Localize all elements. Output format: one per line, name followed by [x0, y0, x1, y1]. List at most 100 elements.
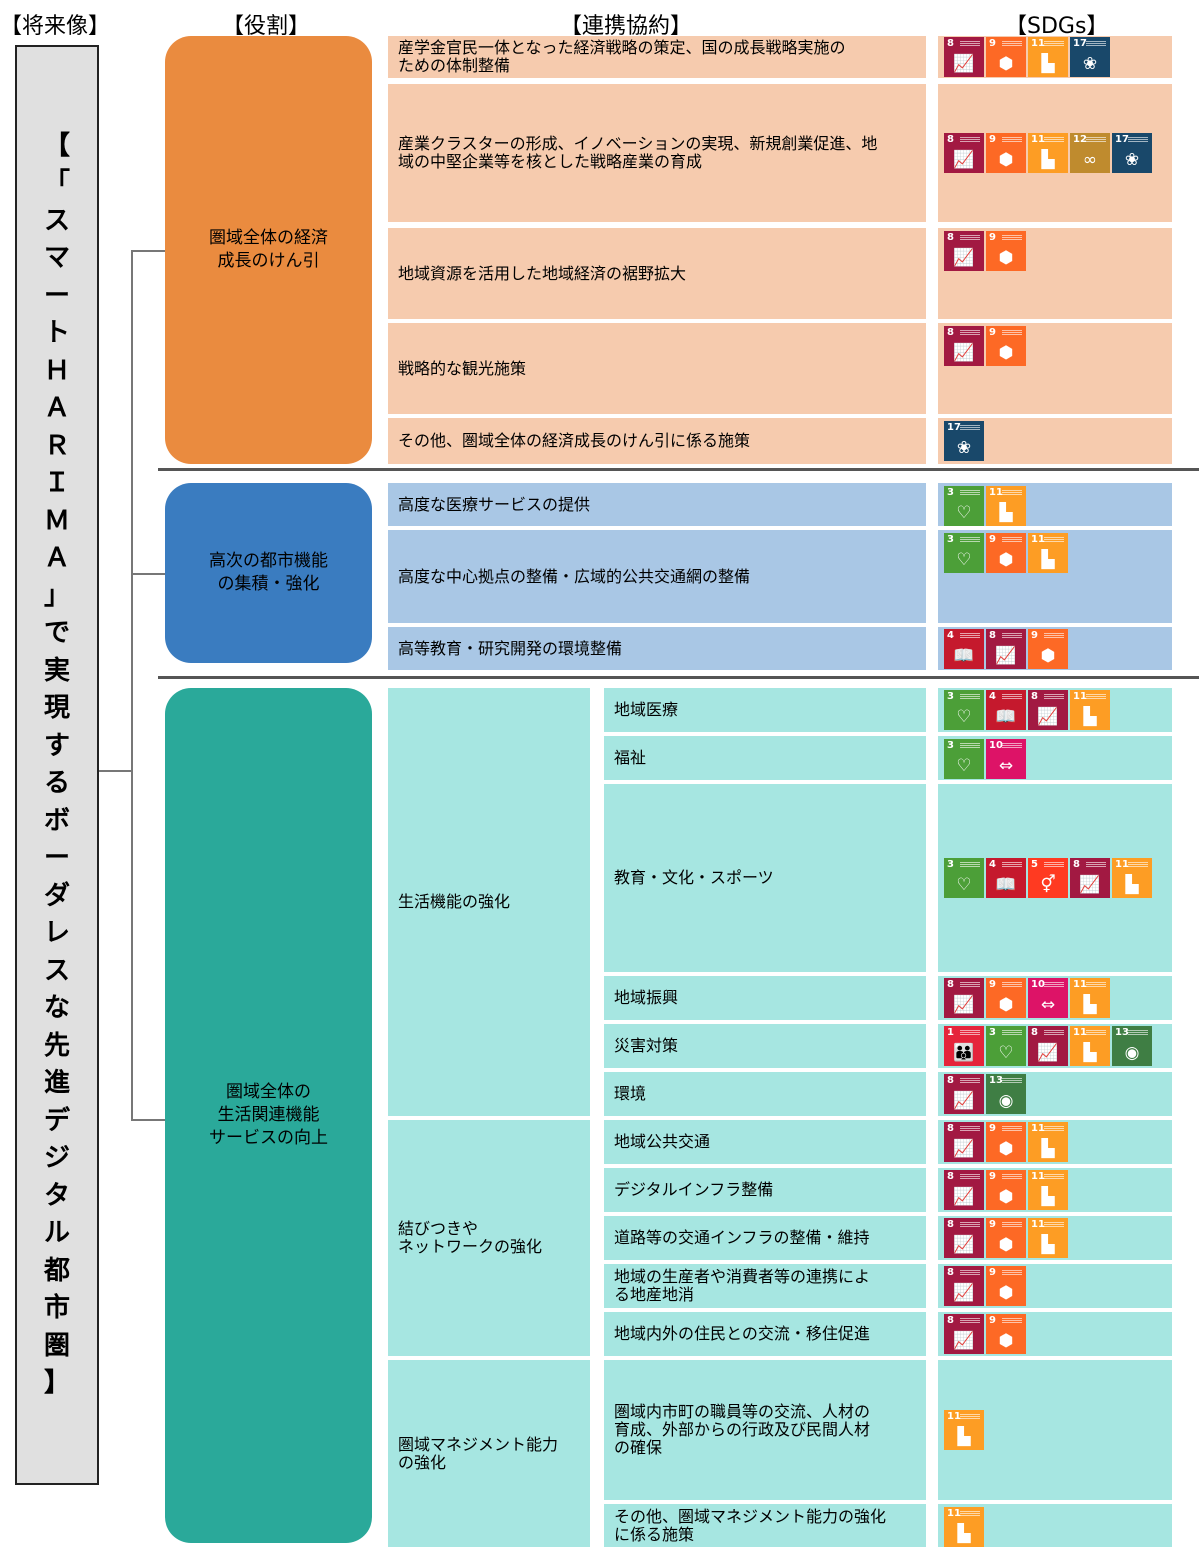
sdg-pictogram: ▙	[1041, 54, 1055, 74]
sdg-goal-8-icon: 8📈	[1028, 690, 1068, 730]
sdg-cell: 8📈9⬢11▙	[938, 1168, 1172, 1212]
connector-role-1	[131, 250, 165, 252]
sdg-number: 3	[947, 740, 954, 751]
sdg-number: 9	[989, 1171, 996, 1182]
sdg-caption	[1044, 41, 1064, 46]
sdg-goal-11-icon: 11▙	[944, 1410, 984, 1450]
sdg-goal-9-icon: 9⬢	[986, 1266, 1026, 1306]
sdg-goal-11-icon: 11▙	[1028, 1170, 1068, 1210]
sdg-icon-group: 8📈13◉	[944, 1074, 1026, 1114]
sdg-number: 17	[947, 422, 961, 433]
sdg-pictogram: ▙	[1083, 1043, 1097, 1063]
sdg-icon-group: 8📈9⬢	[944, 326, 1026, 366]
sdg-pictogram: ◉	[998, 1091, 1014, 1111]
sdg-goal-4-icon: 4📖	[944, 628, 984, 669]
sdg-pictogram: ♡	[956, 550, 972, 570]
agreement-item: 地域公共交通	[604, 1120, 926, 1164]
sdg-pictogram: ⬢	[998, 54, 1014, 74]
sdg-goal-3-icon: 3♡	[986, 1026, 1026, 1066]
agreement-item: 災害対策	[604, 1024, 926, 1068]
sdg-number: 9	[1031, 629, 1038, 641]
sdg-number: 10	[1031, 979, 1045, 990]
sdg-pictogram: ♡	[956, 875, 972, 895]
sdg-goal-8-icon: 8📈	[944, 231, 984, 271]
sdg-caption	[1044, 1174, 1064, 1179]
sdg-icon-group: 4📖8📈9⬢	[944, 628, 1068, 669]
sdg-number: 3	[947, 691, 954, 702]
sdg-number: 8	[1073, 859, 1080, 870]
vision-char: Ｈ	[43, 355, 70, 386]
sdg-pictogram: 📈	[953, 150, 975, 170]
sdg-number: 11	[1031, 1219, 1045, 1230]
sdg-goal-8-icon: 8📈	[944, 326, 984, 366]
sdg-pictogram: ▙	[1041, 1235, 1055, 1255]
sdg-pictogram: ⬢	[998, 550, 1014, 570]
agreement-item: 地域の生産者や消費者等の連携によ る地産地消	[604, 1264, 926, 1308]
sdg-goal-11-icon: 11▙	[944, 1507, 984, 1547]
sdg-cell: 8📈9⬢11▙17❀	[938, 36, 1172, 78]
sdg-number: 11	[1031, 1171, 1045, 1182]
sdg-caption	[960, 982, 980, 987]
agreement-item: 産業クラスターの形成、イノベーションの実現、新規創業促進、地 域の中堅企業等を核…	[388, 84, 926, 222]
role-economic-growth: 圏域全体の経済 成長のけん引	[165, 36, 372, 464]
vision-char: Ｍ	[43, 505, 70, 536]
sdg-pictogram: 📈	[953, 1235, 975, 1255]
sdg-cell: 3♡9⬢11▙	[938, 530, 1172, 623]
sdg-caption	[960, 330, 980, 335]
sdg-icon-group: 3♡4📖8📈11▙	[944, 690, 1110, 730]
vision-char: ジ	[43, 1143, 70, 1173]
header-sdgs: 【SDGs】	[1005, 14, 1109, 39]
sdg-goal-8-icon: 8📈	[1028, 1026, 1068, 1066]
sdg-pictogram: ⬢	[998, 248, 1014, 268]
sdg-caption	[1128, 862, 1148, 867]
role-living-services: 圏域全体の 生活関連機能 サービスの向上	[165, 688, 372, 1543]
sdg-pictogram: 📈	[953, 343, 975, 363]
sdg-pictogram: ⬢	[998, 1235, 1014, 1255]
sdg-caption	[960, 1126, 980, 1131]
vision-char: で	[43, 618, 70, 648]
sdg-goal-17-icon: 17❀	[1112, 133, 1152, 173]
sdg-pictogram: ▙	[1125, 875, 1139, 895]
sdg-goal-17-icon: 17 ❀	[944, 421, 984, 461]
agreement-item: 高度な医療サービスの提供	[388, 483, 926, 526]
sdg-pictogram: ⚥	[1040, 875, 1056, 895]
sdg-caption	[1044, 1222, 1064, 1227]
sdg-pictogram: 📈	[1037, 707, 1059, 727]
sdg-goal-4-icon: 4📖	[986, 690, 1026, 730]
sdg-number: 8	[989, 629, 996, 641]
sdg-number: 11	[947, 1411, 961, 1422]
sdg-caption	[960, 1030, 980, 1035]
sdg-caption	[1044, 537, 1064, 542]
connector-vision	[99, 770, 132, 772]
sdg-cell: 8📈9⬢	[938, 1264, 1172, 1308]
agreement-item: 圏域内市町の職員等の交流、人材の 育成、外部からの行政及び民間人材 の確保	[604, 1360, 926, 1500]
sdg-goal-3-icon: 3♡	[944, 533, 984, 573]
sdg-number: 17	[1073, 38, 1087, 49]
agreement-item: 環境	[604, 1072, 926, 1116]
sdg-cell: 3♡4📖8📈11▙	[938, 688, 1172, 732]
sdg-number: 8	[947, 232, 954, 243]
sdg-caption	[960, 862, 980, 867]
sdg-pictogram: ⬢	[998, 1139, 1014, 1159]
sdg-goal-9-icon: 9⬢	[986, 231, 1026, 271]
sdg-icon-group: 3♡11▙	[944, 486, 1026, 526]
sdg-caption	[960, 425, 980, 430]
sdg-goal-8-icon: 8📈	[944, 1170, 984, 1210]
sdg-goal-11-icon: 11▙	[1028, 37, 1068, 77]
sdg-cell: 3♡10⇔	[938, 736, 1172, 780]
agreement-item: 地域医療	[604, 688, 926, 732]
sdg-number: 8	[947, 134, 954, 145]
vision-char: タ	[43, 1180, 70, 1211]
sdg-caption	[1002, 1030, 1022, 1035]
sdg-goal-3-icon: 3♡	[944, 486, 984, 526]
sdg-pictogram: ❀	[956, 438, 972, 458]
sdg-number: 8	[947, 327, 954, 338]
sdg-icon-group: 8📈9⬢11▙	[944, 1218, 1068, 1258]
sdg-goal-3-icon: 3♡	[944, 690, 984, 730]
sdg-cell: 8📈9⬢	[938, 1312, 1172, 1356]
sdg-cell: 11▙	[938, 1504, 1172, 1547]
agreement-item: 戦略的な観光施策	[388, 323, 926, 414]
sdg-cell: 1👪3♡8📈11▙13◉	[938, 1024, 1172, 1068]
connector-role-3	[131, 1119, 165, 1121]
